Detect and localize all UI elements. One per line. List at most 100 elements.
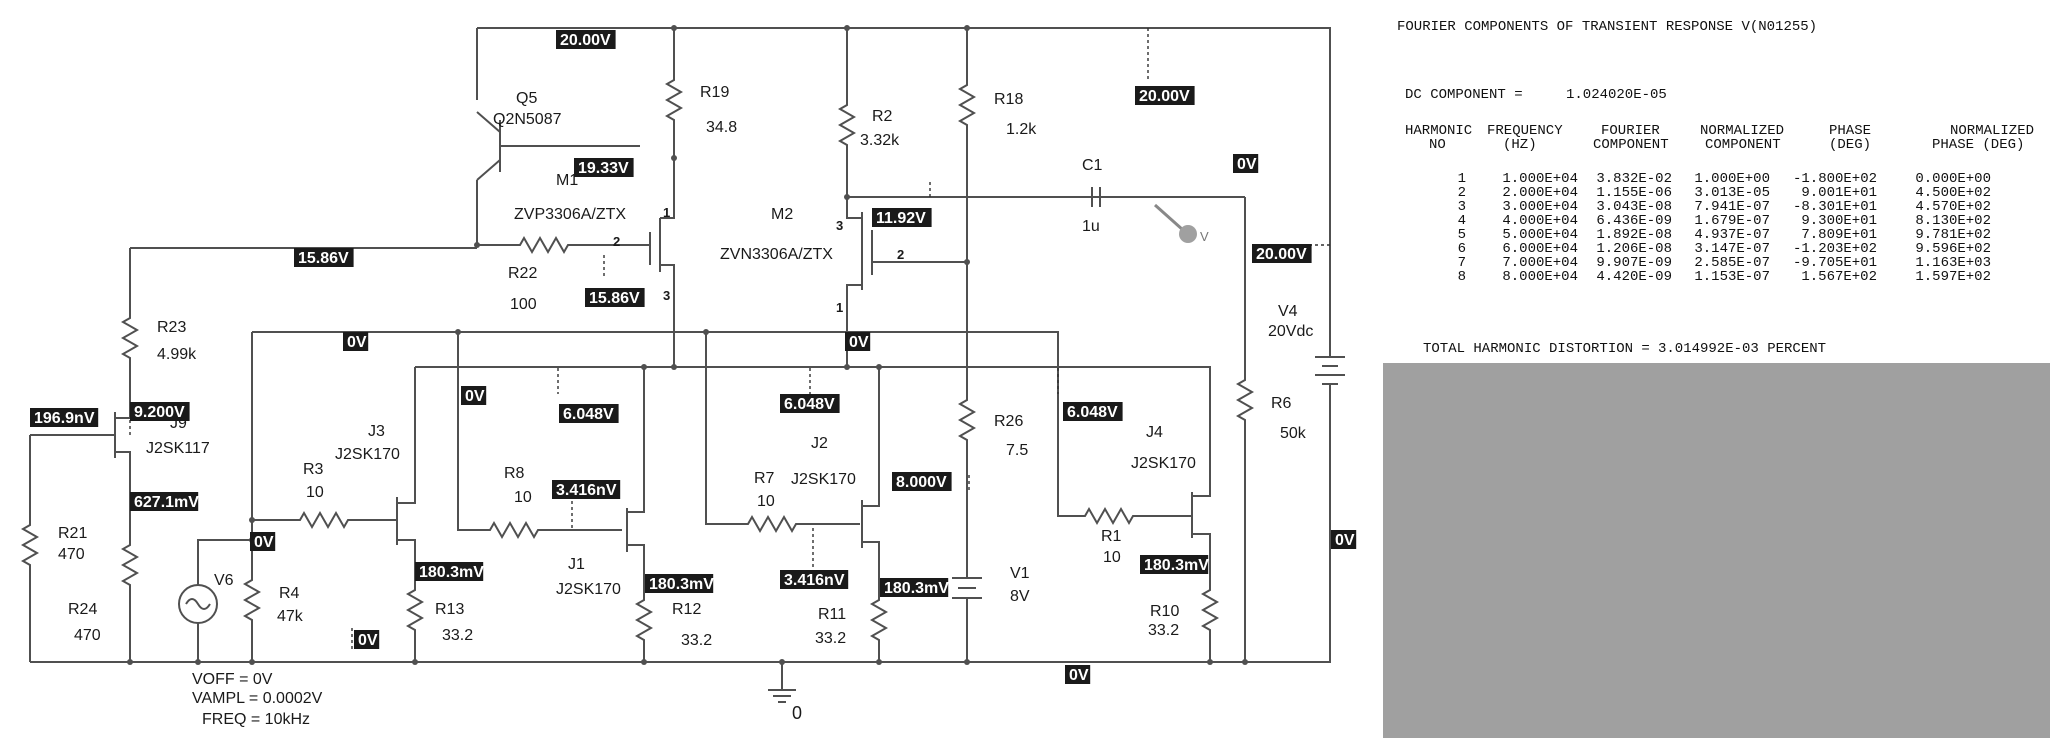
harmonic-cell: 3.013E-05 — [1694, 185, 1770, 201]
harmonic-cell: 7.941E-07 — [1694, 199, 1770, 215]
voltage-marker-text: 20.00V — [560, 32, 611, 49]
v4-value-label: 20Vdc — [1268, 323, 1313, 340]
r23-value-label: 4.99k — [157, 346, 197, 363]
voltage-marker[interactable]: 19.33V — [574, 158, 634, 177]
j4-part-label: J2SK170 — [1131, 455, 1196, 472]
voltage-marker-text: 20.00V — [1139, 88, 1190, 105]
v1-battery-symbol — [952, 570, 982, 662]
voltage-marker[interactable]: 0V — [1233, 154, 1259, 173]
harmonic-cell: 1.155E-06 — [1596, 185, 1672, 201]
voltage-marker[interactable]: 627.1mV — [130, 492, 199, 511]
v4-name-label: V4 — [1278, 303, 1298, 320]
voltage-marker[interactable]: 0V — [1331, 530, 1357, 549]
m2-pin-1-label: 1 — [836, 300, 843, 315]
r21-value-label: 470 — [58, 546, 85, 563]
r18-name-label: R18 — [994, 91, 1023, 108]
r8-name-label: R8 — [504, 465, 525, 482]
voltage-marker[interactable]: 15.86V — [585, 288, 645, 307]
harmonic-cell: -8.301E+01 — [1792, 199, 1877, 215]
r1-name-label: R1 — [1101, 528, 1122, 545]
c1-value-label: 1u — [1082, 218, 1100, 235]
voltage-marker[interactable]: 3.416nV — [780, 570, 849, 589]
r7-resistor-symbol — [705, 332, 860, 534]
voltage-marker-text: 15.86V — [589, 290, 640, 307]
voltage-marker[interactable]: 9.200V — [130, 402, 190, 421]
header-harmonic-sub: NO — [1429, 137, 1446, 153]
voltage-marker[interactable]: 180.3mV — [1140, 555, 1209, 574]
voltage-marker[interactable]: 0V — [250, 532, 276, 551]
header-phase-sub: (DEG) — [1829, 137, 1872, 153]
voltage-marker[interactable]: 3.416nV — [552, 480, 621, 499]
dc-component-value: 1.024020E-05 — [1566, 87, 1667, 103]
harmonic-cell: 1.000E+04 — [1502, 171, 1578, 187]
harmonic-cell: 3.043E-08 — [1596, 199, 1672, 215]
harmonic-cell: 3.000E+04 — [1502, 199, 1578, 215]
voltage-marker[interactable]: 0V — [1065, 665, 1091, 684]
voltage-marker-text: 0V — [347, 334, 367, 351]
harmonic-cell: -1.203E+02 — [1792, 241, 1877, 257]
harmonic-cell: 1.163E+03 — [1915, 255, 1991, 271]
harmonic-cell: 9.596E+02 — [1915, 241, 1991, 257]
voltage-marker[interactable]: 0V — [845, 332, 871, 351]
harmonic-cell: 1.679E-07 — [1694, 213, 1770, 229]
fourier-output-panel[interactable]: FOURIER COMPONENTS OF TRANSIENT RESPONSE… — [1383, 0, 2050, 363]
voltage-marker-text: 196.9nV — [34, 410, 95, 427]
header-phase: PHASE — [1829, 123, 1872, 139]
voltage-marker-text: 0V — [465, 388, 485, 405]
harmonic-cell: 1.597E+02 — [1915, 269, 1991, 285]
r26-name-label: R26 — [994, 413, 1023, 430]
r3-value-label: 10 — [306, 484, 324, 501]
harmonic-cell: 9.781E+02 — [1915, 227, 1991, 243]
j2-jfet-symbol — [861, 367, 889, 662]
j4-name-label: J4 — [1146, 424, 1163, 441]
voltage-marker[interactable]: 20.00V — [556, 30, 616, 49]
voltage-marker-text: 0V — [1237, 156, 1257, 173]
m2-pin-2-label: 2 — [897, 247, 904, 262]
harmonic-cell: 9.300E+01 — [1801, 213, 1877, 229]
voltage-marker-text: 0V — [1069, 667, 1089, 684]
r23-name-label: R23 — [157, 319, 186, 336]
voltage-marker[interactable]: 0V — [354, 630, 380, 649]
j1-name-label: J1 — [568, 556, 585, 573]
voltage-marker[interactable]: 196.9nV — [30, 408, 99, 427]
schematic-canvas[interactable]: Q5 Q2N5087 M1 ZVP3306A/ZTX M2 ZVN3306A/Z… — [0, 0, 1383, 738]
harmonic-cell: 5.000E+04 — [1502, 227, 1578, 243]
harmonic-cell: 1 — [1457, 171, 1466, 187]
voltage-marker[interactable]: 6.048V — [1063, 402, 1123, 421]
mid-rail-lower — [415, 366, 1211, 485]
header-fourier: FOURIER — [1601, 123, 1660, 139]
voltage-marker[interactable]: 6.048V — [559, 404, 619, 423]
harmonic-cell: -1.800E+02 — [1792, 171, 1877, 187]
j4-jfet-symbol — [1191, 485, 1220, 662]
j9-part-label: J2SK117 — [146, 440, 210, 457]
r13-value-label: 33.2 — [442, 627, 473, 644]
harmonic-cell: 2 — [1457, 185, 1466, 201]
voltage-marker[interactable]: 11.92V — [872, 208, 932, 227]
voltage-marker[interactable]: 8.000V — [892, 472, 952, 491]
voltage-marker-text: 180.3mV — [649, 576, 714, 593]
harmonic-cell: 8.000E+04 — [1502, 269, 1578, 285]
j3-name-label: J3 — [368, 423, 385, 440]
r21-name-label: R21 — [58, 525, 87, 542]
voltage-marker[interactable]: 20.00V — [1135, 86, 1195, 105]
voltage-marker[interactable]: 0V — [343, 332, 369, 351]
harmonic-cell: 7.000E+04 — [1502, 255, 1578, 271]
v6-voff-label: VOFF = 0V — [192, 671, 273, 688]
voltage-marker[interactable]: 0V — [461, 386, 487, 405]
c1-capacitor-symbol — [1091, 187, 1255, 662]
voltage-marker[interactable]: 15.86V — [294, 248, 354, 267]
voltage-marker[interactable]: 6.048V — [780, 394, 840, 413]
voltage-marker[interactable]: 180.3mV — [880, 578, 949, 597]
j1-jfet-symbol — [626, 367, 654, 662]
r8-resistor-symbol — [457, 332, 622, 540]
voltage-marker[interactable]: 180.3mV — [415, 562, 484, 581]
voltage-marker-text: 627.1mV — [134, 494, 199, 511]
r2-name-label: R2 — [872, 108, 893, 125]
r2-value-label: 3.32k — [860, 132, 900, 149]
voltage-marker-text: 6.048V — [563, 406, 614, 423]
q5-transistor-symbol — [476, 111, 640, 245]
voltage-marker[interactable]: 20.00V — [1252, 244, 1312, 263]
harmonic-cell: 0.000E+00 — [1915, 171, 1991, 187]
voltage-marker[interactable]: 180.3mV — [645, 574, 714, 593]
r19-name-label: R19 — [700, 84, 729, 101]
